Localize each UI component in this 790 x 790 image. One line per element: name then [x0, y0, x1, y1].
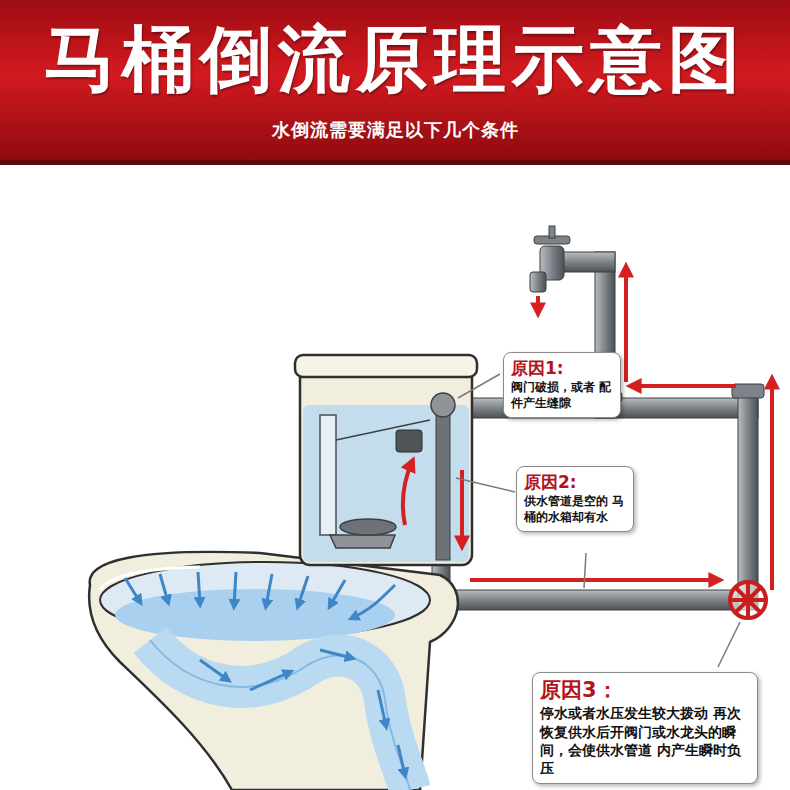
reason-callout: 原因1:阀门破损，或者 配件产生缝隙 [503, 352, 621, 418]
faucet [530, 226, 570, 292]
reason-text: 阀门破损，或者 配件产生缝隙 [511, 379, 613, 411]
reason-text: 停水或者水压发生较大拨动 再次恢复供水后开阀门或水龙头的瞬间，会使供水管道 内产… [540, 704, 750, 777]
flow-arrows [403, 268, 772, 590]
diagram-title: 马桶倒流原理示意图 [0, 18, 790, 101]
toilet-tank [295, 355, 477, 565]
reason-callout: 原因2:供水管道是空的 马桶的水箱却有水 [516, 466, 634, 532]
reason-callout: 原因3：停水或者水压发生较大拨动 再次恢复供水后开阀门或水龙头的瞬间，会使供水管… [532, 672, 758, 784]
reason-text: 供水管道是空的 马桶的水箱却有水 [524, 493, 626, 525]
bowl-flow-arrows [125, 572, 405, 775]
supply-pipes [432, 252, 764, 610]
toilet-bowl [89, 552, 458, 790]
reason-heading: 原因1: [511, 357, 613, 379]
banner [0, 0, 790, 165]
reason-heading: 原因3： [540, 677, 750, 704]
reason-heading: 原因2: [524, 471, 626, 493]
diagram-subtitle: 水倒流需要满足以下几个条件 [0, 118, 790, 141]
valve-wheel [730, 582, 766, 618]
